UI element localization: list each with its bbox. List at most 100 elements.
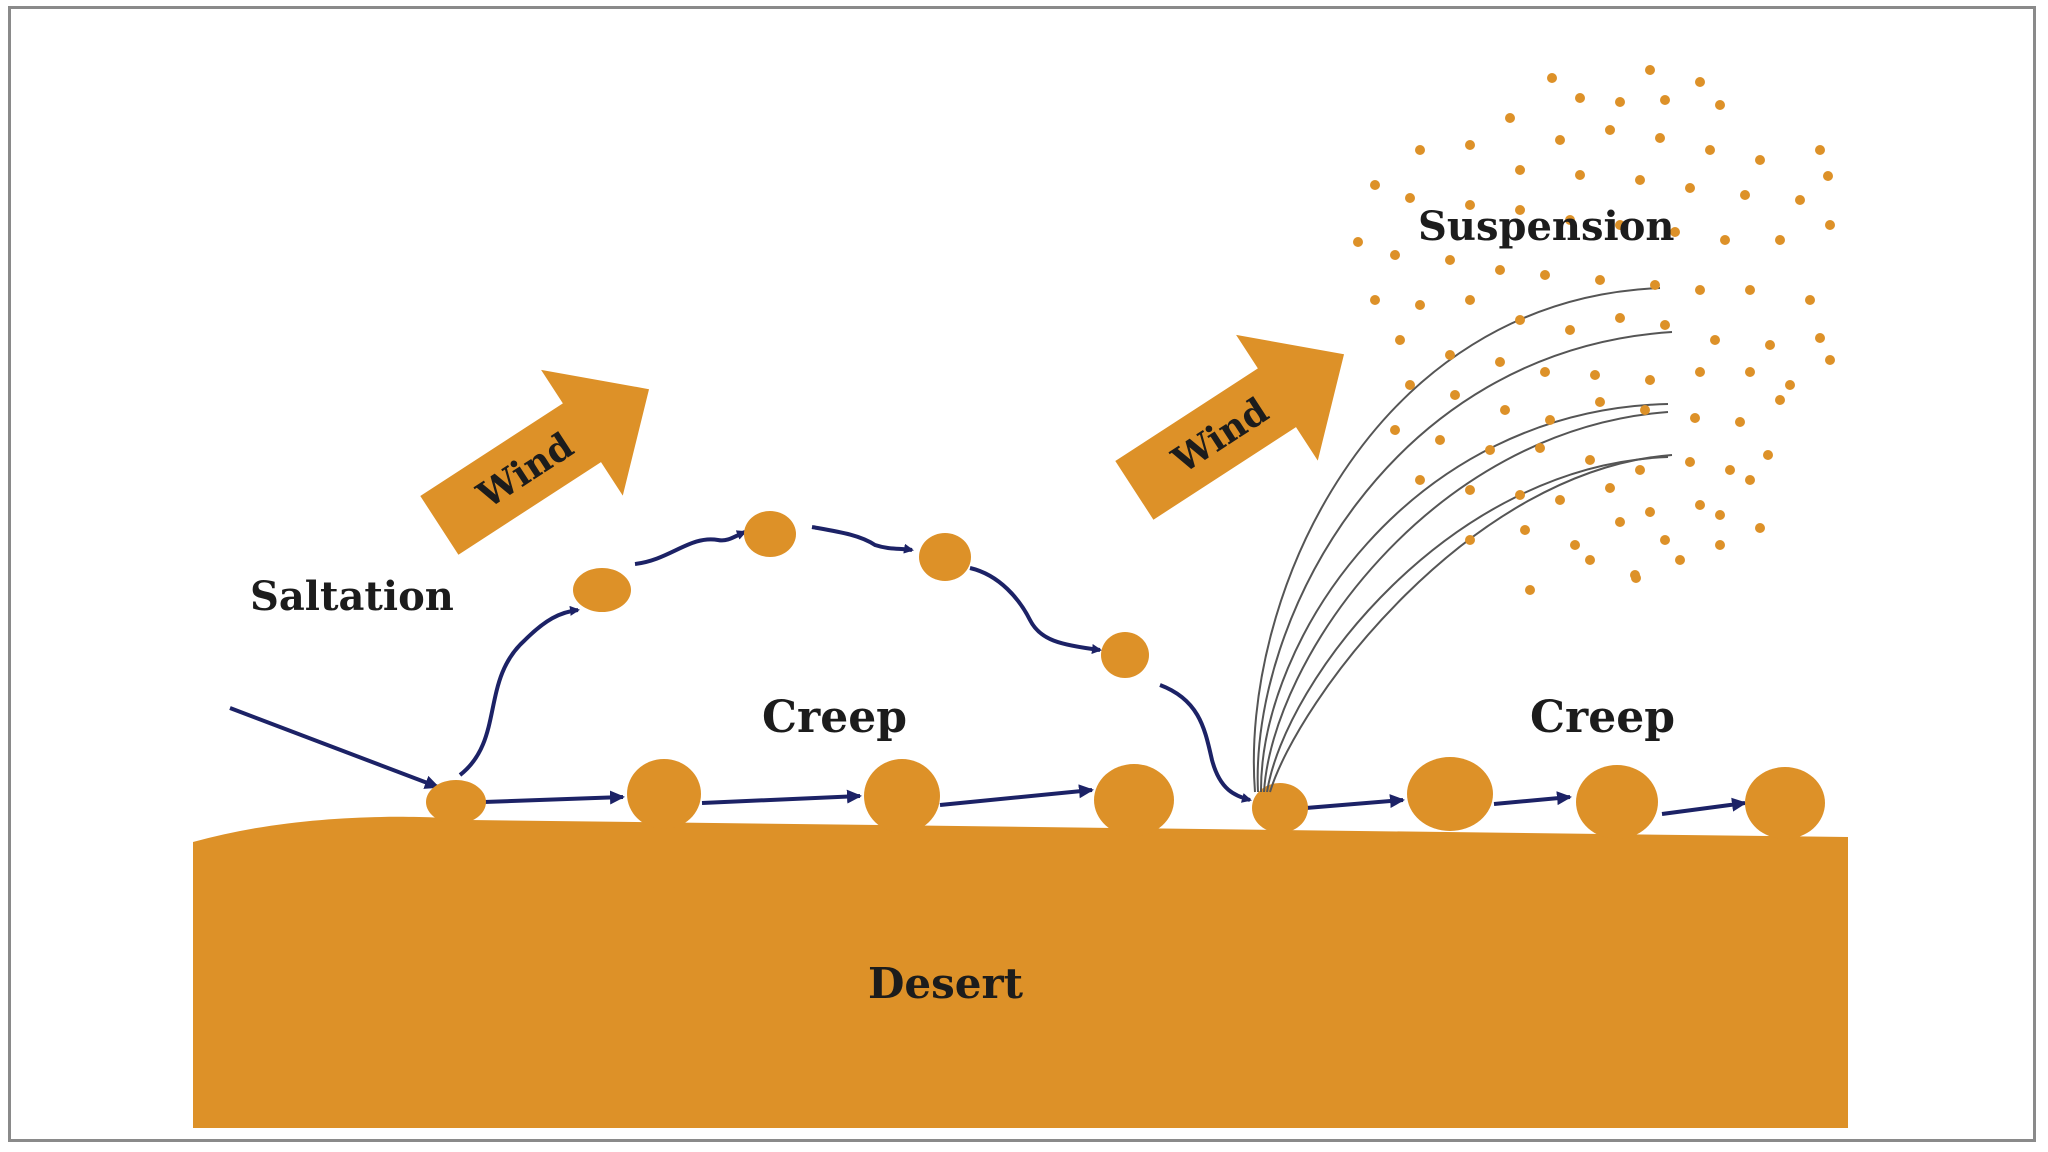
dust-particle <box>1765 340 1775 350</box>
dust-particle <box>1675 555 1685 565</box>
creep-grain <box>1407 757 1493 831</box>
creep-grain <box>627 759 701 829</box>
saltation-arrow <box>969 566 1102 654</box>
wind-arrow-shape <box>1115 334 1345 520</box>
creep-grain <box>426 780 486 824</box>
dust-particle <box>1465 535 1475 545</box>
dust-particle <box>1353 237 1363 247</box>
creep-arrow <box>483 790 625 805</box>
creep-grain <box>1576 765 1658 839</box>
desert-label: Desert <box>868 959 1024 1008</box>
dust-particle <box>1745 285 1755 295</box>
dust-particle <box>1547 73 1557 83</box>
creep-arrow <box>939 784 1094 807</box>
dust-particle <box>1405 193 1415 203</box>
streamline <box>1252 287 1661 793</box>
saltation-particles <box>573 511 1149 678</box>
dust-particle <box>1535 443 1545 453</box>
dust-particle <box>1515 205 1525 215</box>
dust-particle <box>1575 170 1585 180</box>
creep-arrows-right <box>1305 791 1747 816</box>
dust-particle <box>1445 350 1455 360</box>
saltating-grain <box>744 511 796 557</box>
dust-particle <box>1725 465 1735 475</box>
dust-particle <box>1763 450 1773 460</box>
dust-particle <box>1823 171 1833 181</box>
dust-particle <box>1805 295 1815 305</box>
dust-particle <box>1715 100 1725 110</box>
dust-particle <box>1695 77 1705 87</box>
dust-particle <box>1390 250 1400 260</box>
dust-particle <box>1631 573 1641 583</box>
dust-particle <box>1515 490 1525 500</box>
dust-particle <box>1650 280 1660 290</box>
dust-particle <box>1605 125 1615 135</box>
dust-particle <box>1555 495 1565 505</box>
dust-particle <box>1465 295 1475 305</box>
dust-particle <box>1735 417 1745 427</box>
dust-particle <box>1465 485 1475 495</box>
dust-particle <box>1660 95 1670 105</box>
dust-particle <box>1685 457 1695 467</box>
dust-particle <box>1615 220 1625 230</box>
creep-arrow <box>1661 797 1747 816</box>
saltation-path <box>458 525 1252 803</box>
dust-particle <box>1815 333 1825 343</box>
dust-particle <box>1670 227 1680 237</box>
dust-particle <box>1795 195 1805 205</box>
dust-particle <box>1565 215 1575 225</box>
dust-particle <box>1525 585 1535 595</box>
creep-label-left: Creep <box>762 692 907 743</box>
dust-particle <box>1405 380 1415 390</box>
dust-particle <box>1640 405 1650 415</box>
dust-particle <box>1370 180 1380 190</box>
dust-particle <box>1395 335 1405 345</box>
dust-particle <box>1415 300 1425 310</box>
dust-particle <box>1415 475 1425 485</box>
dust-particle <box>1595 275 1605 285</box>
dust-particle <box>1785 380 1795 390</box>
dust-particle <box>1415 145 1425 155</box>
dust-particle <box>1775 235 1785 245</box>
streamline <box>1263 411 1669 793</box>
dust-particle <box>1450 390 1460 400</box>
dust-particle <box>1645 375 1655 385</box>
dust-particle <box>1465 140 1475 150</box>
dust-particle <box>1520 525 1530 535</box>
creep-arrow <box>1493 791 1572 806</box>
dust-particle <box>1635 465 1645 475</box>
suspension-label: Suspension <box>1418 203 1674 250</box>
dust-particle <box>1545 415 1555 425</box>
dust-particle <box>1825 355 1835 365</box>
dust-particle <box>1660 320 1670 330</box>
dust-particle <box>1695 500 1705 510</box>
suspension-dust <box>1353 65 1835 595</box>
dust-particle <box>1390 425 1400 435</box>
dust-particle <box>1590 370 1600 380</box>
dust-particle <box>1585 555 1595 565</box>
dust-particle <box>1645 65 1655 75</box>
creep-arrow <box>1305 794 1405 810</box>
dust-particle <box>1465 200 1475 210</box>
saltation-arrow <box>811 525 914 554</box>
creep-arrow <box>701 789 862 805</box>
saltating-grain <box>573 568 631 612</box>
suspension-streamlines <box>1252 287 1673 793</box>
wind-arrow-left: Wind <box>420 369 650 555</box>
creep-grain <box>1745 767 1825 839</box>
dust-particle <box>1745 367 1755 377</box>
dust-particle <box>1435 435 1445 445</box>
dust-particle <box>1635 175 1645 185</box>
dust-particle <box>1570 540 1580 550</box>
dust-particle <box>1605 483 1615 493</box>
creep-grain <box>1252 783 1308 833</box>
dust-particle <box>1485 445 1495 455</box>
creep-grain <box>864 759 940 833</box>
dust-particle <box>1595 397 1605 407</box>
dust-particle <box>1685 183 1695 193</box>
dust-particle <box>1615 97 1625 107</box>
dust-particle <box>1555 135 1565 145</box>
dust-particle <box>1775 395 1785 405</box>
dust-particle <box>1825 220 1835 230</box>
dust-particle <box>1500 405 1510 415</box>
